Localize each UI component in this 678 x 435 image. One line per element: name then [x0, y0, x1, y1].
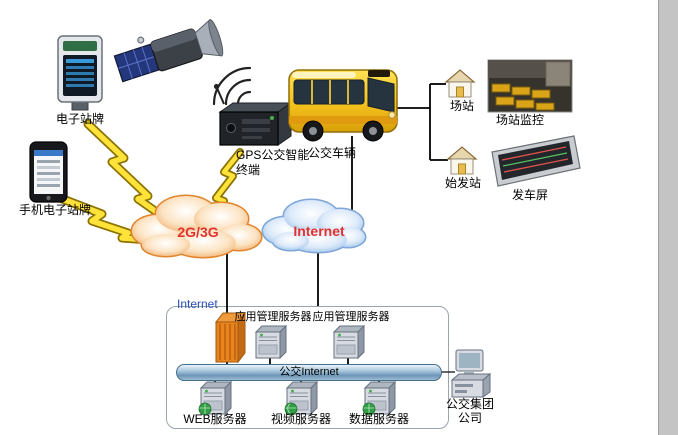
- internet-cloud-shape: [261, 198, 367, 254]
- datacenter-internet-label: Internet: [177, 297, 218, 311]
- origin-station-label: 始发站: [444, 176, 481, 190]
- gps-terminal-label-line2: 终端: [236, 163, 261, 177]
- origin-house-icon: [447, 146, 477, 175]
- station-monitor-label: 场站监控: [495, 113, 544, 127]
- phone-stop-label: 手机电子站牌: [18, 203, 91, 217]
- bus-label: 公交车辆: [307, 146, 356, 160]
- globe-icons: [198, 402, 376, 416]
- company-label-line2: 公司: [457, 411, 482, 425]
- station-label: 场站: [449, 99, 474, 113]
- gps-terminal-icon: [213, 83, 293, 146]
- stop-sign-kiosk-icon: [57, 35, 103, 111]
- app-server-2-label: 应用管理服务器: [312, 311, 390, 323]
- data-server-label: 数据服务器: [348, 412, 409, 426]
- bus-icon: [288, 69, 398, 142]
- phone-icon: [29, 141, 68, 203]
- internet-cloud-label: Internet: [293, 223, 345, 239]
- lightning-bolt-icon: [57, 195, 153, 243]
- datacenter-box: [166, 306, 449, 429]
- departure-screen-image: [491, 135, 581, 187]
- video-server-label: 视频服务器: [270, 412, 331, 426]
- backbone-label: 公交Internet: [279, 366, 339, 378]
- electronic-stop-label: 电子站牌: [55, 112, 104, 126]
- firewall-icon: [214, 311, 247, 364]
- gps-terminal-label-line1: GPS公交智能: [236, 148, 310, 162]
- lightning-bolt-icon: [85, 121, 171, 223]
- mobile-cloud-shape: [130, 194, 263, 259]
- company-label-line1: 公交集团: [445, 397, 494, 411]
- page-edge: [658, 0, 678, 435]
- station-monitor-image: [487, 59, 573, 113]
- app-server-2-icon: [333, 325, 365, 359]
- departure-screen-label: 发车屏: [511, 188, 548, 202]
- backbone-bar: 公交Internet: [176, 364, 442, 381]
- signal-waves-icon: [212, 66, 252, 106]
- web-server-label: WEB服务器: [183, 412, 247, 426]
- company-computer-icon: [450, 349, 492, 398]
- mobile-cloud-label: 2G/3G: [177, 224, 219, 240]
- station-house-icon: [445, 69, 475, 98]
- app-server-1-icon: [255, 325, 287, 359]
- satellite-icon: [113, 18, 224, 83]
- app-server-1-label: 应用管理服务器: [234, 311, 312, 323]
